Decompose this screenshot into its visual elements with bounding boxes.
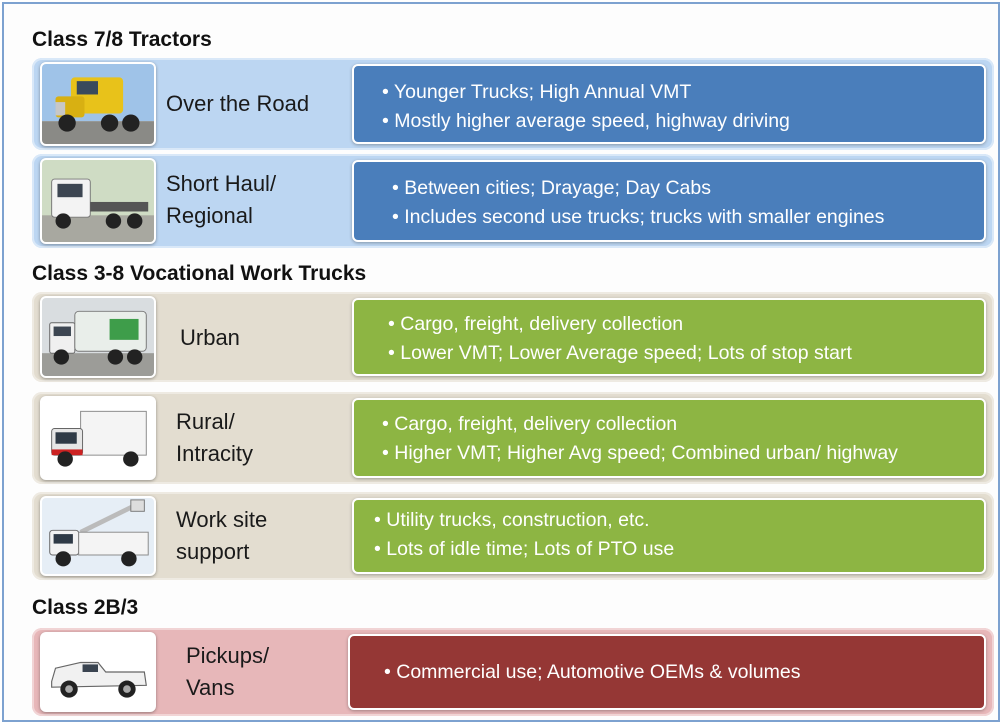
bullet-panel: Commercial use; Automotive OEMs & volume… bbox=[348, 634, 986, 710]
bullet-item: Utility trucks, construction, etc. bbox=[374, 506, 984, 535]
bullet-item: Lots of idle time; Lots of PTO use bbox=[374, 535, 984, 564]
row-label: Pickups/ Vans bbox=[186, 643, 270, 700]
box-truck-icon bbox=[40, 396, 156, 480]
row-rural-intracity: Rural/ Intracity Cargo, freight, deliver… bbox=[32, 392, 994, 484]
bullet-item: Includes second use trucks; trucks with … bbox=[392, 203, 984, 232]
bullet-panel: Younger Trucks; High Annual VMT Mostly h… bbox=[352, 64, 986, 144]
row-pickups-vans: Pickups/ Vans Commercial use; Automotive… bbox=[32, 628, 994, 716]
bullet-panel: Utility trucks, construction, etc. Lots … bbox=[352, 498, 986, 574]
row-label: Urban bbox=[180, 325, 240, 350]
bullet-item: Lower VMT; Lower Average speed; Lots of … bbox=[388, 339, 984, 368]
day-cab-truck-icon bbox=[40, 158, 156, 244]
bullet-panel: Cargo, freight, delivery collection High… bbox=[352, 398, 986, 478]
bullet-panel: Cargo, freight, delivery collection Lowe… bbox=[352, 298, 986, 376]
bullet-item: Cargo, freight, delivery collection bbox=[382, 410, 984, 439]
bullet-item: Cargo, freight, delivery collection bbox=[388, 310, 984, 339]
row-label: Rural/ Intracity bbox=[176, 409, 254, 466]
pickup-truck-icon bbox=[40, 632, 156, 712]
row-over-the-road: Over the Road Younger Trucks; High Annua… bbox=[32, 58, 994, 150]
tractor-truck-icon bbox=[40, 62, 156, 146]
section-title-class-2b-3: Class 2B/3 bbox=[32, 596, 139, 619]
row-label: Over the Road bbox=[166, 91, 310, 116]
row-short-haul-regional: Short Haul/ Regional Between cities; Dra… bbox=[32, 154, 994, 248]
bullet-item: Mostly higher average speed, highway dri… bbox=[382, 107, 984, 136]
bucket-truck-icon bbox=[40, 496, 156, 576]
bullet-item: Younger Trucks; High Annual VMT bbox=[382, 78, 984, 107]
bullet-item: Commercial use; Automotive OEMs & volume… bbox=[384, 658, 984, 687]
row-urban: Urban Cargo, freight, delivery collectio… bbox=[32, 292, 994, 382]
bullet-panel: Between cities; Drayage; Day Cabs Includ… bbox=[352, 160, 986, 242]
row-label: Short Haul/ Regional bbox=[166, 171, 277, 228]
row-work-site-support: Work site support Utility trucks, constr… bbox=[32, 492, 994, 580]
section-title-class-7-8: Class 7/8 Tractors bbox=[32, 28, 212, 51]
bullet-item: Between cities; Drayage; Day Cabs bbox=[392, 174, 984, 203]
row-label: Work site support bbox=[176, 507, 268, 564]
garbage-truck-icon bbox=[40, 296, 156, 378]
bullet-item: Higher VMT; Higher Avg speed; Combined u… bbox=[382, 439, 984, 468]
section-title-class-3-8: Class 3-8 Vocational Work Trucks bbox=[32, 262, 367, 285]
